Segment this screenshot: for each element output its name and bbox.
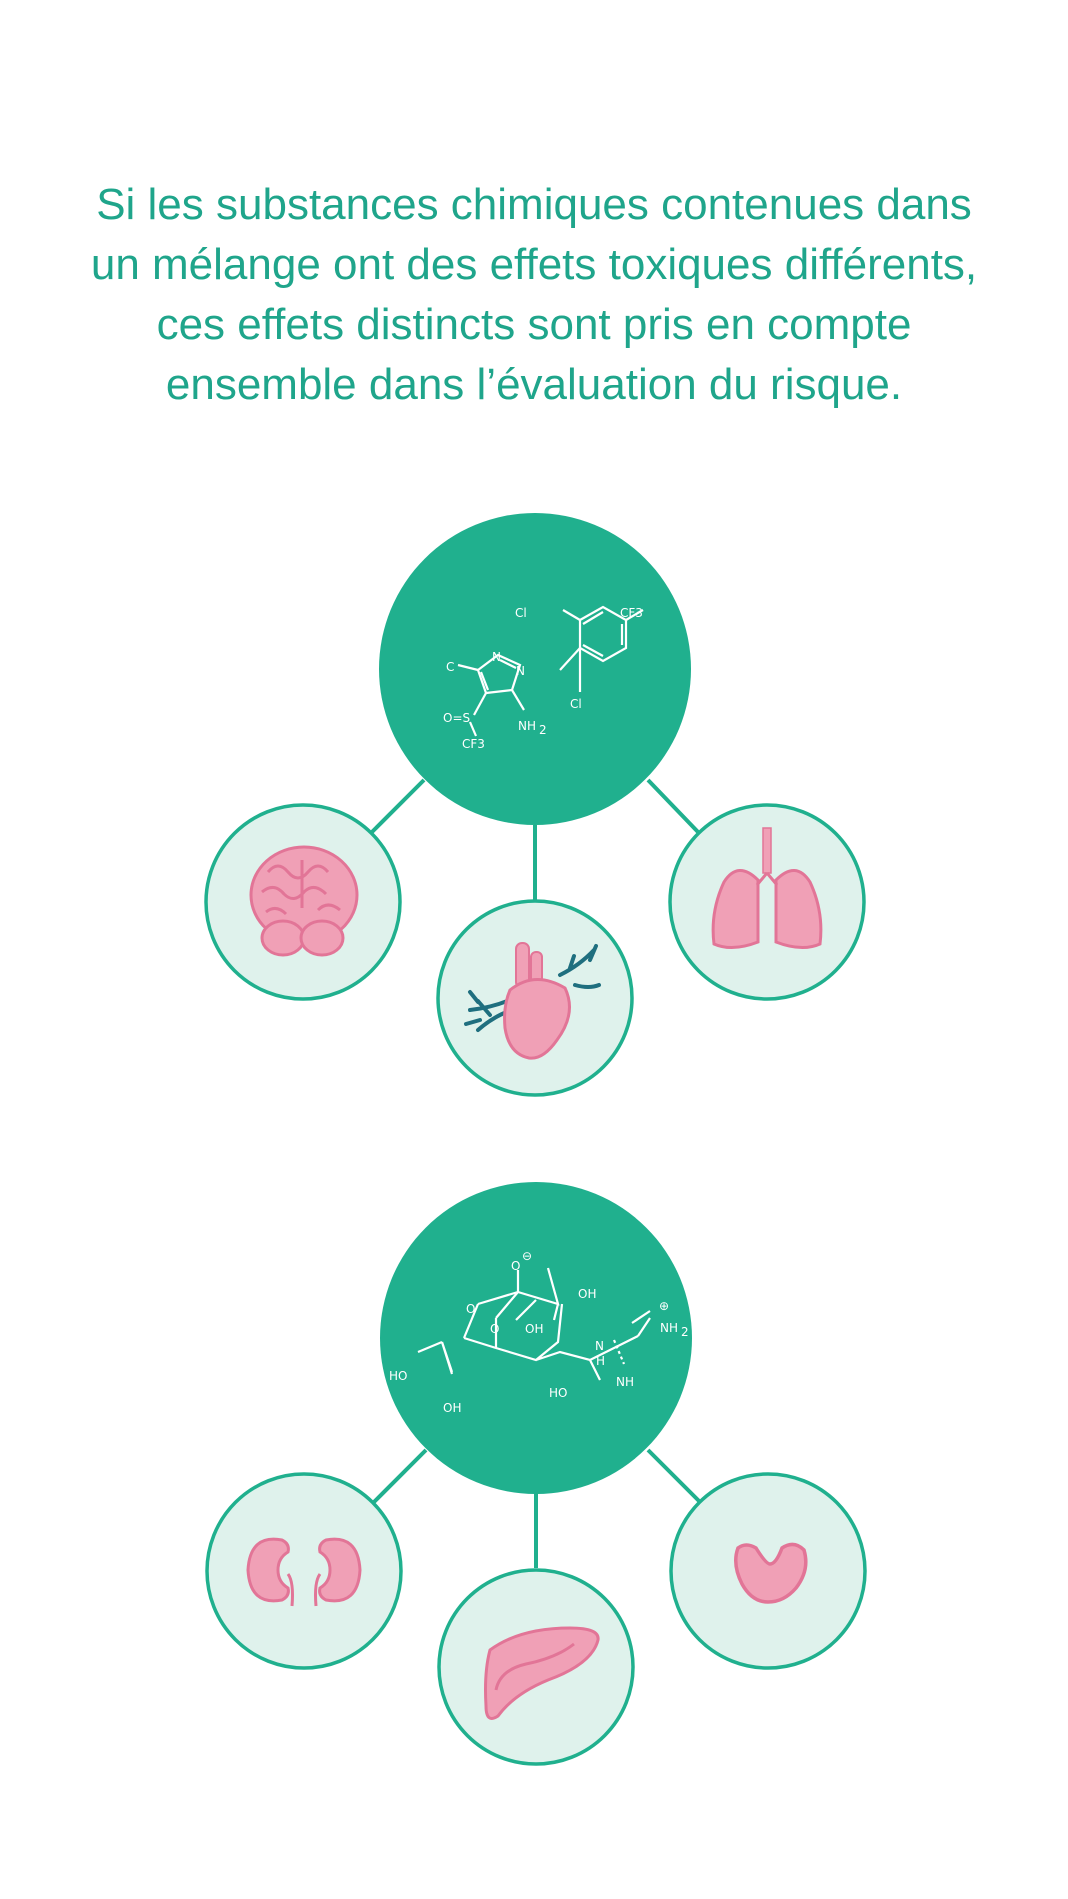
stomach-icon	[734, 1542, 808, 1604]
headline-line-1: Si les substances chimiques contenues da…	[96, 180, 972, 229]
label-c-left: C	[446, 660, 454, 674]
label-minus: ⊖	[522, 1249, 532, 1263]
label-cf3-bottom: CF3	[462, 737, 485, 751]
label-plus: ⊕	[659, 1299, 669, 1313]
organ-1-lungs	[668, 803, 866, 1001]
label-so: O=S	[443, 711, 470, 725]
organ-2-kidneys	[205, 1472, 403, 1670]
brain-icon	[249, 845, 359, 957]
label-oh-bottom: OH	[443, 1401, 461, 1415]
lungs-circle	[668, 803, 866, 1001]
molecule-1-circle	[379, 513, 691, 825]
label-cl-bottom: Cl	[570, 697, 582, 711]
molecule-2-labels: O ⊖ OH ⊕ NH 2 O O OH N H HO OH HO NH	[389, 1249, 689, 1415]
molecule-2-circle	[380, 1182, 692, 1494]
organ-2-liver	[437, 1568, 635, 1766]
label-h: H	[596, 1354, 605, 1368]
group-1: Cl CF3 N N C Cl O=S NH 2 CF3	[204, 513, 866, 1097]
connector-2-right	[646, 1448, 702, 1504]
heart-icon	[464, 942, 601, 1060]
kidneys-icon	[246, 1537, 362, 1607]
label-nh2-sub: 2	[539, 723, 547, 737]
kidneys-circle	[205, 1472, 403, 1670]
organ-1-brain	[204, 803, 402, 1001]
label-o-ring1: O	[466, 1302, 475, 1316]
molecule-1-labels: Cl CF3 N N C Cl O=S NH 2 CF3	[443, 606, 643, 751]
connector-2-left	[372, 1448, 428, 1504]
label-nh: NH	[616, 1375, 634, 1389]
organ-2-stomach	[669, 1472, 867, 1670]
headline-line-2: un mélange ont des effets toxiques diffé…	[90, 240, 978, 289]
headline-line-4: ensemble dans l’évaluation du risque.	[165, 360, 903, 409]
label-n-ring: N	[492, 650, 501, 664]
label-oh-top: OH	[578, 1287, 596, 1301]
molecule-2-structure	[417, 1267, 651, 1381]
label-ho-bottom: HO	[549, 1386, 567, 1400]
label-ho-left: HO	[389, 1369, 407, 1383]
label-cf3-top: CF3	[620, 606, 643, 620]
label-n1-ring: N	[516, 664, 525, 678]
label-n: N	[595, 1339, 604, 1353]
label-o-ring2: O	[490, 1322, 499, 1336]
label-nh2-2-sub: 2	[681, 1325, 689, 1339]
connector-1-right	[646, 778, 700, 834]
label-oh-mid: OH	[525, 1322, 543, 1336]
lungs-icon	[711, 827, 823, 949]
group-2: O ⊖ OH ⊕ NH 2 O O OH N H HO OH HO NH	[205, 1182, 867, 1766]
molecule-1-structure	[457, 605, 644, 737]
label-cl-top: Cl	[515, 606, 527, 620]
organ-1-heart	[436, 899, 634, 1097]
headline: Si les substances chimiques contenues da…	[40, 175, 1028, 415]
label-o-minus: O	[511, 1259, 520, 1273]
label-nh2: NH	[518, 719, 536, 733]
connector-1-left	[370, 778, 426, 834]
label-nh2-2: NH	[660, 1321, 678, 1335]
liver-icon	[484, 1626, 600, 1720]
headline-line-3: ces effets distincts sont pris en compte	[156, 300, 912, 349]
